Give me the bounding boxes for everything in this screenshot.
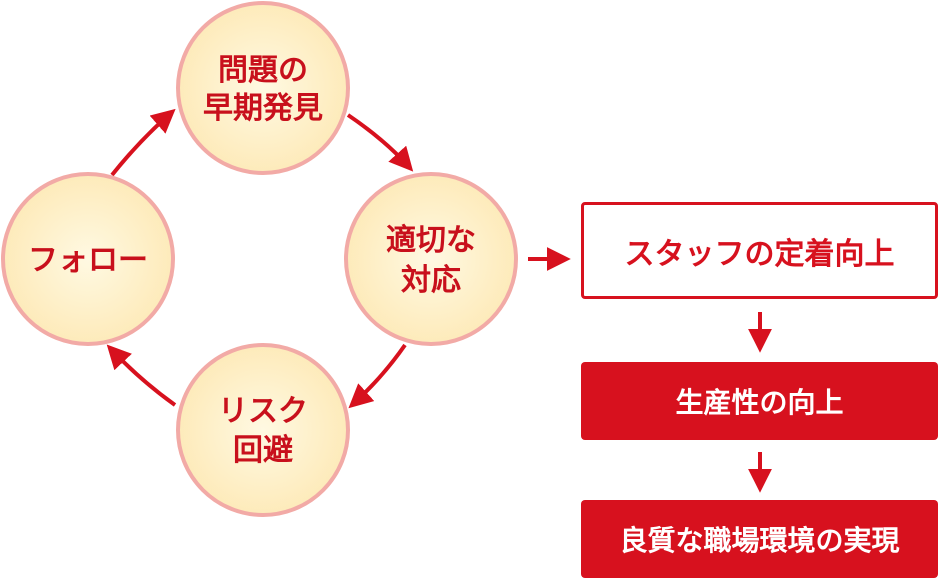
arrow-top-to-right <box>346 113 414 172</box>
cycle-node-bottom-line2: 回避 <box>233 433 293 468</box>
outcome-label-3: 良質な職場環境の実現 <box>619 524 900 557</box>
cycle-node-bottom: リスク 回避 <box>176 343 350 517</box>
outcome-box-workplace: 良質な職場環境の実現 <box>581 500 938 578</box>
outcome-label-1: スタッフの定着向上 <box>624 236 895 272</box>
arrow-bottom-to-left <box>106 344 177 407</box>
cycle-node-bottom-line1: リスク <box>218 394 308 429</box>
arrow-left-to-top <box>110 108 176 177</box>
outcome-label-2: 生産性の向上 <box>675 386 844 419</box>
cycle-node-top-line2: 早期発見 <box>203 91 323 126</box>
outcome-box-productivity: 生産性の向上 <box>581 362 938 440</box>
cycle-node-top: 問題の 早期発見 <box>176 1 350 175</box>
cycle-node-right: 適切な 対応 <box>344 172 518 346</box>
cycle-node-left-line1: フォロー <box>28 243 148 278</box>
cycle-node-left: フォロー <box>1 172 175 346</box>
cycle-node-top-line1: 問題の <box>218 53 308 88</box>
cycle-node-right-line2: 対応 <box>401 263 461 298</box>
arrow-right-to-bottom <box>348 343 407 409</box>
cycle-node-right-line1: 適切な <box>386 223 476 258</box>
outcome-box-staff-retention: スタッフの定着向上 <box>581 202 938 299</box>
